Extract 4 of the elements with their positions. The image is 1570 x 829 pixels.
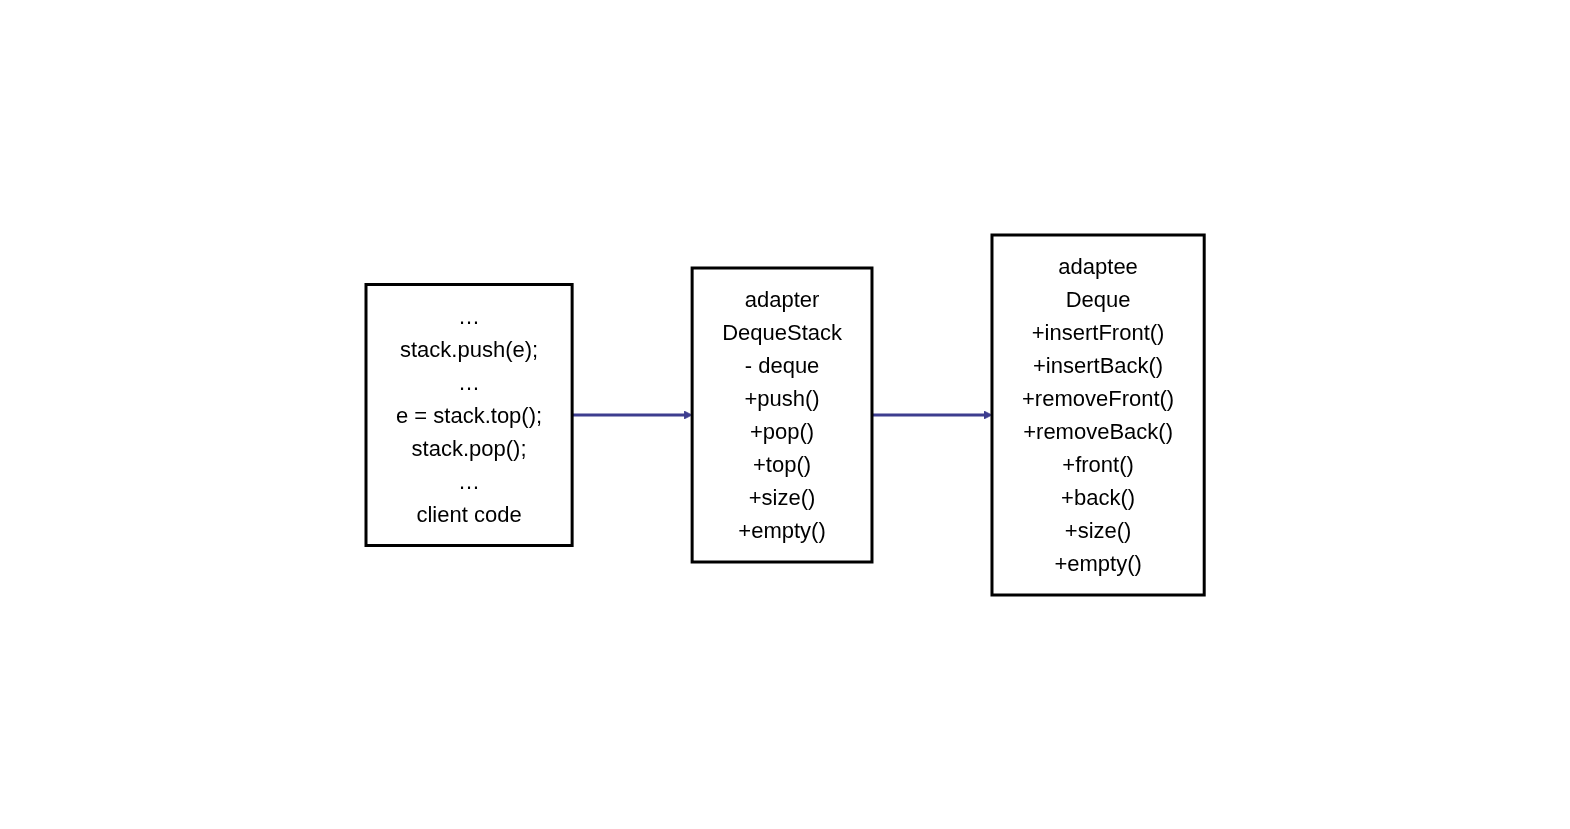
node-box: … stack.push(e); … e = stack.top(); stack.pop(); … client code: [364, 282, 574, 547]
node-box: adaptee Deque +insertFront() +insertBack() +removeFront() +removeBack() +front() +back() +size() +empty(): [990, 233, 1206, 596]
node-box: adapter DequeStack - deque +push() +pop() +top() +size() +empty(): [690, 266, 874, 563]
arrow: [572, 410, 693, 419]
